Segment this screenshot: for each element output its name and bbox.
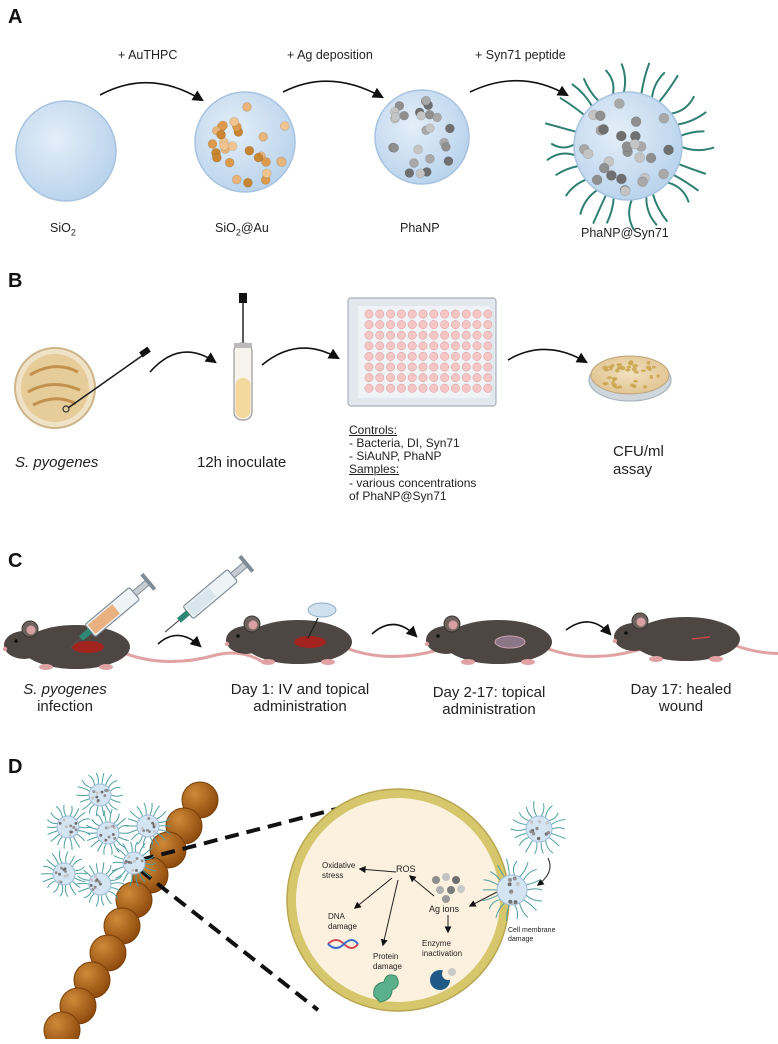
mouse-1 — [2, 620, 263, 670]
panel-label-d: D — [8, 756, 23, 778]
controls-line-2: - SiAuNP, PhaNP — [349, 449, 442, 463]
zoom-line-bottom — [138, 868, 320, 1012]
panel-label-c: C — [8, 550, 23, 572]
label-phanp-syn71: PhaNP@Syn71 — [581, 226, 669, 240]
sio2au-sphere — [194, 91, 296, 193]
label-protein-1: Protein — [373, 952, 399, 961]
mechanism-arrows — [353, 857, 551, 947]
cell-zoom — [286, 788, 510, 1012]
arrow-a1 — [99, 81, 204, 102]
label-enzyme-2: inactivation — [422, 949, 463, 958]
assay-dish — [588, 355, 672, 402]
step-label-ag-deposition: + Ag deposition — [287, 48, 373, 62]
mouse-4 — [612, 612, 778, 662]
arrow-b3 — [507, 348, 588, 364]
label-ros: ROS — [396, 864, 416, 874]
label-dna-1: DNA — [328, 912, 345, 921]
controls-title: Controls: — [349, 423, 398, 437]
arrow-b1 — [149, 351, 217, 373]
label-protein-2: damage — [373, 962, 402, 971]
label-phanp: PhaNP — [400, 221, 440, 235]
label-oxidative-1: Oxidative — [322, 861, 356, 870]
label-organism: S. pyogenes — [15, 454, 99, 471]
arrow-a3 — [469, 79, 569, 97]
samples-title: Samples: — [349, 462, 400, 476]
protein-icon — [373, 974, 399, 1003]
label-assay-2: assay — [613, 461, 653, 478]
dna-icon — [327, 939, 359, 949]
zoom-line-top — [139, 806, 341, 862]
label-c1: S. pyogenes infection — [23, 681, 107, 715]
particle-upper-right — [510, 800, 566, 855]
syringe-2 — [164, 554, 255, 633]
phanp-syn71-particle — [544, 62, 715, 231]
mouse-3 — [424, 615, 685, 665]
enzyme-icon — [430, 968, 456, 990]
topical-patch — [307, 602, 337, 639]
panel-label-a: A — [8, 6, 23, 28]
samples-line-2: of PhaNP@Syn71 — [349, 489, 447, 503]
label-enzyme-1: Enzyme — [422, 939, 451, 948]
arrow-c3 — [565, 621, 612, 636]
arrow-a2 — [282, 80, 384, 99]
label-sio2: SiO2 — [50, 221, 76, 238]
petri-dish-culture — [14, 346, 151, 429]
label-inoculate: 12h inoculate — [197, 454, 287, 471]
step-label-authpc: + AuTHPC — [118, 48, 178, 62]
step-label-syn71: + Syn71 peptide — [475, 48, 566, 62]
label-oxidative-2: stress — [322, 871, 344, 880]
well-plate — [347, 297, 497, 407]
particles-cluster — [40, 772, 172, 907]
test-tube — [233, 293, 253, 421]
arrow-b2 — [261, 347, 340, 366]
sio2-sphere — [15, 100, 117, 202]
ag-ion-cluster — [432, 873, 465, 903]
panel-label-b: B — [8, 270, 23, 292]
phanp-sphere — [374, 89, 470, 185]
label-membrane-1: Cell membrane — [508, 927, 556, 934]
label-ag-ions: Ag ions — [429, 904, 460, 914]
label-sio2au: SiO2@Au — [215, 221, 269, 238]
controls-line-1: - Bacteria, DI, Syn71 — [349, 436, 460, 450]
syringe-1 — [69, 572, 157, 648]
label-membrane-2: damage — [508, 936, 534, 943]
samples-line-1: - various concentrations — [349, 476, 477, 490]
label-dna-2: damage — [328, 922, 357, 931]
particle-membrane — [482, 858, 543, 921]
arrow-c2 — [371, 623, 418, 638]
label-assay-1: CFU/ml — [613, 443, 664, 460]
arrow-c1 — [157, 634, 202, 648]
